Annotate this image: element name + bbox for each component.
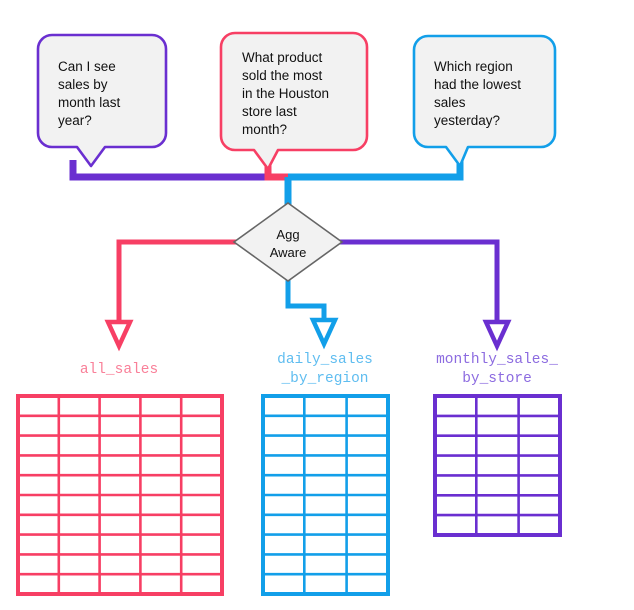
table-grid-all-sales-lines: [18, 396, 222, 594]
question-bubble-product: What product sold the most in the Housto…: [219, 31, 369, 171]
question-bubble-region-line-3: sales: [434, 95, 466, 110]
table-grid-daily-sales-lines: [263, 396, 388, 594]
connector-blue-to-daily-sales: [285, 280, 327, 320]
table-grid-monthly-sales-by-store: [433, 394, 562, 537]
connector-purple-to-monthly-sales: [339, 239, 500, 322]
question-bubble-product-line-1: What product: [242, 50, 323, 65]
agg-aware-label-line-1: Agg: [276, 227, 299, 242]
question-bubble-product-line-4: store last: [242, 104, 297, 119]
question-bubble-monthly: Can I see sales by month last year?: [36, 33, 168, 168]
table-grid-all-sales: [16, 394, 224, 596]
arrowhead-pink-all-sales: [104, 319, 134, 352]
question-bubble-product-shape: [219, 31, 369, 171]
table-label-monthly-sales-line-2: by_store: [462, 371, 532, 387]
table-label-daily-sales-line-1: daily_sales: [277, 352, 373, 368]
connector-pink-to-all-sales: [116, 239, 238, 322]
agg-aware-diamond-shape: [232, 202, 344, 282]
question-bubble-monthly-shape: [36, 33, 168, 168]
question-bubble-product-line-2: sold the most: [242, 68, 323, 83]
question-bubble-region-line-4: yesterday?: [434, 113, 500, 128]
question-bubble-product-line-3: in the Houston: [242, 86, 329, 101]
question-bubble-region-line-1: Which region: [434, 59, 513, 74]
question-bubble-monthly-line-4: year?: [58, 113, 92, 128]
table-grid-daily-sales-by-region: [261, 394, 390, 596]
question-bubble-region-shape: [412, 34, 557, 168]
question-bubble-region: Which region had the lowest sales yester…: [412, 34, 557, 168]
table-label-all-sales: all_sales: [80, 362, 158, 378]
table-grid-monthly-sales-lines: [435, 396, 560, 535]
agg-aware-label-line-2: Aware: [270, 245, 307, 260]
question-bubble-region-line-2: had the lowest: [434, 77, 521, 92]
question-bubble-monthly-line-3: month last: [58, 95, 121, 110]
table-label-monthly-sales-line-1: monthly_sales_: [436, 352, 558, 368]
connector-purple-top: [69, 160, 290, 181]
question-bubble-monthly-line-2: sales by: [58, 77, 108, 92]
question-bubble-product-line-5: month?: [242, 122, 287, 137]
arrowhead-blue-daily-sales: [309, 317, 339, 350]
table-label-daily-sales-line-2: _by_region: [280, 371, 368, 387]
arrowhead-purple-monthly-sales: [482, 319, 512, 352]
table-labels: all_sales daily_sales _by_region monthly…: [80, 352, 558, 387]
agg-aware-decision-node: Agg Aware: [232, 202, 344, 282]
question-bubble-monthly-line-1: Can I see: [58, 59, 116, 74]
connector-blue-top: [288, 156, 464, 181]
